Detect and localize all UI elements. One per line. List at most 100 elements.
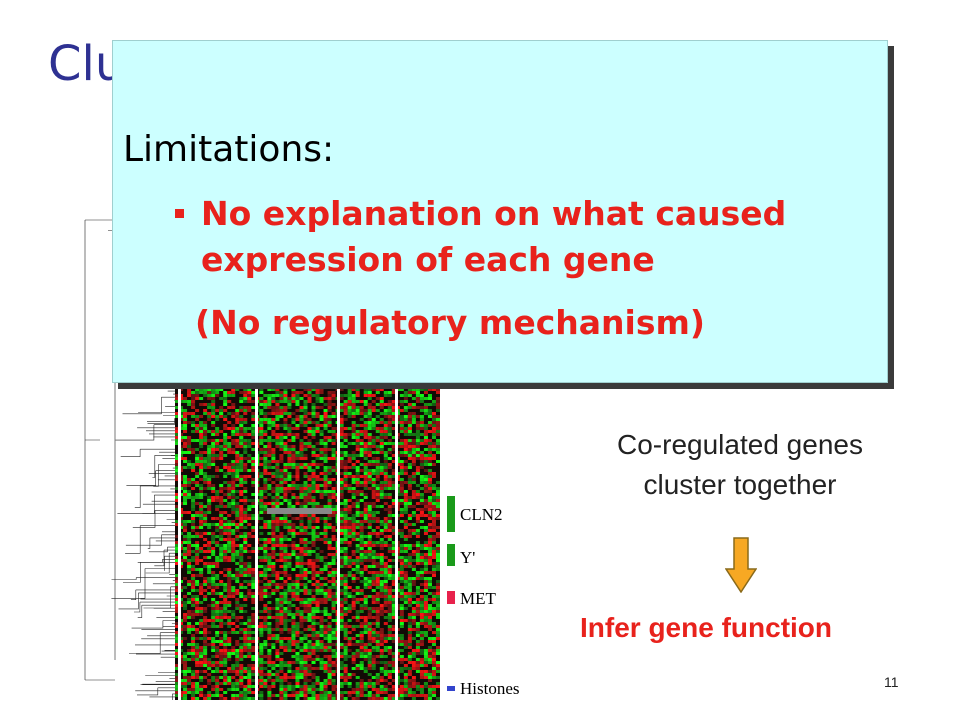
heatmap-cell — [295, 436, 300, 439]
heatmap-cell — [227, 556, 232, 559]
heatmap-cell — [239, 604, 244, 607]
heatmap-cell — [275, 418, 280, 421]
heatmap-cell — [387, 463, 392, 466]
heatmap-cell — [247, 427, 252, 430]
heatmap-cell — [363, 442, 368, 445]
heatmap-cell — [199, 502, 204, 505]
heatmap-cell — [407, 601, 412, 604]
heatmap-cell — [203, 514, 208, 517]
heatmap-cell — [215, 685, 220, 688]
heatmap-cell — [387, 661, 392, 664]
heatmap-cell — [323, 688, 328, 691]
heatmap-cell — [355, 445, 360, 448]
heatmap-cell — [275, 403, 280, 406]
heatmap-cell — [367, 532, 372, 535]
heatmap-cell — [235, 484, 240, 487]
heatmap-cell — [319, 661, 324, 664]
heatmap-cell — [375, 484, 380, 487]
heatmap-cell — [195, 547, 200, 550]
heatmap-cell — [251, 679, 256, 682]
heatmap-cell — [183, 466, 188, 469]
heatmap-cell — [299, 655, 304, 658]
heatmap-cell — [303, 577, 308, 580]
heatmap-cell — [399, 514, 404, 517]
heatmap-cell — [287, 631, 292, 634]
heatmap-cell — [435, 493, 440, 496]
heatmap-cell — [399, 622, 404, 625]
heatmap-cell — [323, 472, 328, 475]
heatmap-cell — [407, 547, 412, 550]
heatmap-cell — [371, 502, 376, 505]
heatmap-cell — [283, 427, 288, 430]
heatmap-cell — [279, 412, 284, 415]
heatmap-cell — [407, 637, 412, 640]
heatmap-cell — [239, 649, 244, 652]
heatmap-cell — [263, 400, 268, 403]
heatmap-cell — [323, 415, 328, 418]
heatmap-cell — [327, 646, 332, 649]
heatmap-cell — [203, 598, 208, 601]
heatmap-cell — [347, 442, 352, 445]
heatmap-cell — [351, 466, 356, 469]
heatmap-cell — [415, 442, 420, 445]
heatmap-cell — [363, 658, 368, 661]
heatmap-cell — [279, 685, 284, 688]
heatmap-cell — [379, 418, 384, 421]
heatmap-cell — [295, 469, 300, 472]
heatmap-cell — [187, 658, 192, 661]
heatmap-cell — [243, 439, 248, 442]
heatmap-cell — [383, 556, 388, 559]
heatmap-cell — [175, 625, 180, 628]
heatmap-cell — [375, 526, 380, 529]
heatmap-cell — [347, 406, 352, 409]
heatmap-cell — [355, 598, 360, 601]
heatmap-cell — [223, 415, 228, 418]
heatmap-cell — [303, 532, 308, 535]
heatmap-cell — [431, 538, 436, 541]
heatmap-cell — [311, 469, 316, 472]
heatmap-cell — [327, 496, 332, 499]
heatmap-cell — [299, 439, 304, 442]
heatmap-cell — [359, 445, 364, 448]
heatmap-cell — [291, 676, 296, 679]
heatmap-cell — [183, 502, 188, 505]
heatmap-cell — [227, 604, 232, 607]
heatmap-cell — [223, 433, 228, 436]
heatmap-cell — [263, 592, 268, 595]
heatmap-cell — [371, 400, 376, 403]
heatmap-cell — [403, 481, 408, 484]
heatmap-cell — [247, 616, 252, 619]
heatmap-cell — [275, 619, 280, 622]
heatmap-cell — [183, 424, 188, 427]
heatmap-cell — [391, 400, 396, 403]
heatmap-cell — [295, 607, 300, 610]
heatmap-cell — [363, 688, 368, 691]
heatmap-cell — [339, 685, 344, 688]
heatmap-cell — [283, 559, 288, 562]
heatmap-cell — [267, 556, 272, 559]
heatmap-cell — [371, 529, 376, 532]
heatmap-cell — [427, 646, 432, 649]
heatmap-cell — [231, 529, 236, 532]
heatmap-cell — [323, 577, 328, 580]
heatmap-cell — [291, 544, 296, 547]
heatmap-cell — [247, 514, 252, 517]
heatmap-cell — [359, 448, 364, 451]
heatmap-cell — [231, 670, 236, 673]
heatmap-cell — [271, 412, 276, 415]
heatmap-cell — [383, 475, 388, 478]
heatmap-cell — [403, 406, 408, 409]
heatmap-cell — [191, 448, 196, 451]
heatmap-cell — [379, 595, 384, 598]
heatmap-cell — [207, 571, 212, 574]
heatmap-cell — [227, 406, 232, 409]
heatmap-cell — [227, 523, 232, 526]
heatmap-cell — [187, 412, 192, 415]
heatmap-cell — [435, 547, 440, 550]
heatmap-cell — [363, 475, 368, 478]
heatmap-cell — [191, 697, 196, 700]
heatmap-cell — [243, 535, 248, 538]
heatmap-cell — [187, 511, 192, 514]
heatmap-cell — [223, 472, 228, 475]
heatmap-cell — [251, 571, 256, 574]
